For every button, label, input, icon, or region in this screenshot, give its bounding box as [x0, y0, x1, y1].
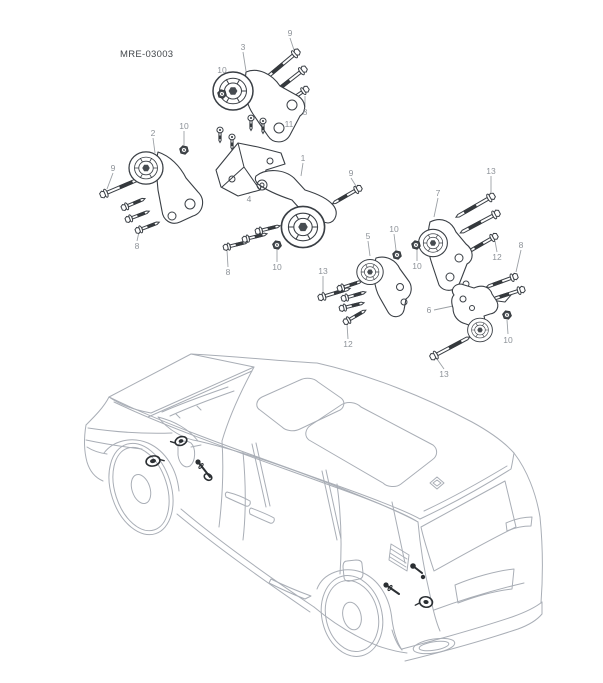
vehicle-illustration [84, 353, 543, 662]
nut-icon [501, 309, 513, 321]
part-2-engine-mounting-bracket[interactable] [98, 144, 204, 236]
callout-label[interactable]: 1 [301, 153, 306, 163]
leader-lines [106, 37, 522, 370]
vehicle-body [84, 353, 543, 662]
callout-label[interactable]: 6 [427, 305, 432, 315]
callout-label[interactable]: 13 [486, 166, 496, 176]
callout-label[interactable]: 8 [135, 241, 140, 251]
callout-label[interactable]: 13 [318, 266, 328, 276]
callout-label[interactable]: 8 [303, 107, 308, 117]
callout-label[interactable]: 10 [389, 224, 399, 234]
callout-labels: 3 9 10 8 11 2 10 9 4 8 1 9 8 10 13 7 5 1… [111, 28, 524, 379]
callout-label[interactable]: 10 [272, 262, 282, 272]
bolt-icon [491, 284, 527, 304]
sunroof-front [256, 377, 345, 432]
callout-label[interactable]: 10 [503, 335, 513, 345]
installed-mount-fender [145, 455, 165, 467]
callout-label[interactable]: 13 [439, 369, 449, 379]
callout-label[interactable]: 10 [179, 121, 189, 131]
bushing-icon [128, 151, 164, 185]
callout-label[interactable]: 5 [366, 231, 371, 241]
callout-label[interactable]: 10 [217, 65, 227, 75]
part-4-mounting-bracket[interactable] [215, 114, 286, 197]
callout-label[interactable]: 10 [412, 261, 422, 271]
part-5-transmission-mounting-bracket[interactable] [316, 249, 412, 327]
callout-label[interactable]: 8 [519, 240, 524, 250]
screw-icon [216, 126, 224, 143]
rear-wheel [320, 575, 384, 657]
bolt-hole [256, 179, 268, 191]
callout-label[interactable]: 9 [288, 28, 293, 38]
callout-label[interactable]: 9 [349, 168, 354, 178]
bolt-hole [266, 157, 274, 165]
sunroof-rear [305, 402, 438, 487]
front-wheel [108, 442, 174, 536]
bolt-hole [228, 175, 236, 183]
bolt-hole [273, 122, 285, 134]
nut-icon [178, 144, 190, 156]
callout-label[interactable]: 2 [151, 128, 156, 138]
nut-icon [271, 239, 283, 251]
bushing-icon [356, 258, 384, 286]
installed-mount-rear-bolt-a [410, 563, 426, 580]
installed-mount-front-bolt [195, 459, 213, 482]
bolt-icon [329, 183, 364, 208]
bolt-icon [133, 218, 162, 236]
part-1-engine-mounting-bracket[interactable] [222, 170, 364, 252]
bolt-icon [335, 277, 364, 294]
callout-label[interactable]: 9 [111, 163, 116, 173]
bolt-icon [484, 271, 520, 292]
bolt-hole [400, 298, 408, 306]
callout-label[interactable]: 12 [492, 252, 502, 262]
bracket-shape [215, 142, 286, 197]
bracket-shape [155, 151, 204, 224]
callout-label[interactable]: 7 [436, 188, 441, 198]
bushing-icon [467, 317, 493, 343]
bolt-hole [286, 99, 298, 111]
callout-label[interactable]: 3 [241, 42, 246, 52]
bracket-shape [451, 283, 499, 329]
bolt-icon [119, 194, 147, 213]
screw-icon [247, 114, 255, 131]
bracket-fold [221, 142, 261, 191]
callout-label[interactable]: 12 [343, 339, 353, 349]
bolt-hole [167, 211, 177, 221]
installed-mount-rear-bolt-b [383, 582, 400, 595]
installed-mount-cowl [169, 435, 188, 447]
bolt-hole [445, 272, 455, 282]
bushing-icon [418, 228, 448, 258]
bolt-hole [396, 283, 404, 291]
part-7-engine-mounting-bracket[interactable] [410, 190, 502, 291]
callout-label[interactable]: 4 [247, 194, 252, 204]
callout-label[interactable]: 8 [226, 267, 231, 277]
bolt-icon [428, 332, 473, 363]
bracket-shape [244, 69, 306, 143]
bushing-icon [280, 205, 326, 249]
callout-label[interactable]: 11 [285, 119, 294, 129]
bolt-hole [459, 295, 467, 303]
diagram-code: MRE-03003 [120, 49, 173, 60]
part-6-engine-mounting-bracket[interactable] [428, 271, 527, 363]
bolt-hole [454, 253, 464, 263]
bolt-hole [259, 182, 265, 188]
installed-mount-rear-bushing [414, 595, 434, 609]
bolt-hole [184, 198, 196, 210]
bolt-icon [241, 229, 269, 244]
nut-icon [391, 249, 403, 261]
bolt-hole [469, 305, 475, 311]
part-3-engine-support-bracket[interactable] [212, 46, 311, 143]
